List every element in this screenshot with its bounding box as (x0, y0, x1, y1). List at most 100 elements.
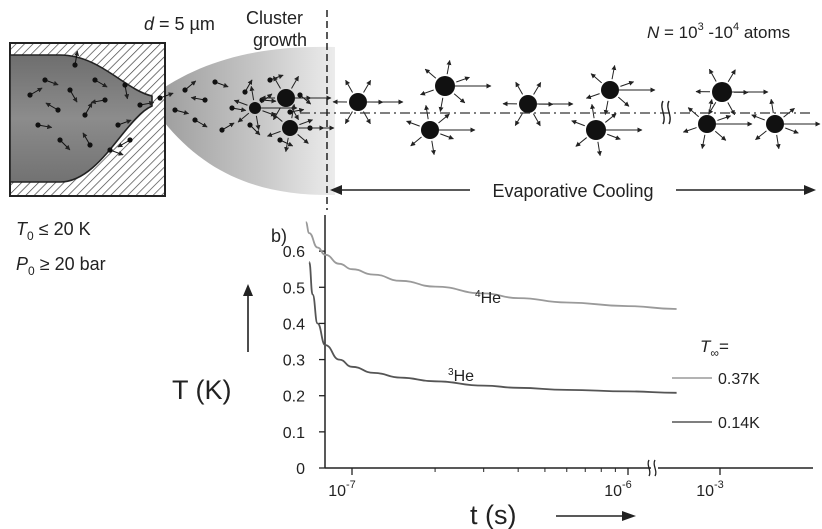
x-tick-label: 10-7 (328, 479, 356, 500)
series-label-4he: 4He (475, 289, 501, 307)
atom-velocity-arrow (84, 102, 93, 116)
y-axis-label: T (K) (172, 375, 232, 405)
cluster (421, 121, 439, 139)
atom-velocity-arrow (139, 100, 155, 106)
atom-velocity-arrow (159, 92, 174, 99)
y-tick-label: 0.5 (283, 280, 305, 297)
evaporating-atom-arrow (262, 110, 277, 117)
cluster-growth-label: Cluster growth (246, 8, 308, 50)
y-tick-label: 0.6 (283, 244, 305, 261)
evaporating-atom-arrow (266, 130, 281, 137)
cluster (698, 115, 716, 133)
chart-series (304, 221, 677, 394)
cluster (586, 120, 606, 140)
x-axis-label: t (s) (470, 500, 517, 529)
evaporating-atom-arrow (233, 99, 248, 106)
atom-velocity-arrow (174, 109, 190, 115)
evaporating-atom-arrow (284, 137, 290, 153)
evaporating-atom-arrow (687, 107, 700, 118)
atom-velocity-arrow (214, 81, 229, 88)
atom-velocity-arrow (74, 50, 80, 66)
atom-velocity-arrow (59, 139, 71, 151)
evaporating-atom-arrow (785, 127, 799, 134)
expansion-jet (152, 46, 335, 196)
y-tick-label: 0.3 (283, 353, 305, 370)
evaporating-atom-arrow (273, 75, 281, 89)
evaporating-atom-arrow (618, 96, 630, 107)
evaporating-atom-arrow (440, 133, 454, 140)
evaporating-atom-arrow (604, 113, 617, 123)
evaporating-atom-arrow (717, 114, 732, 121)
y-axis-ticks: 0 0.1 0.2 0.3 0.4 0.5 0.6 (283, 244, 325, 478)
evaporating-atom-arrow (410, 136, 422, 147)
evaporating-atom-arrow (585, 93, 600, 100)
nozzle-gas-reservoir (9, 54, 153, 183)
y-tick-label: 0.2 (283, 389, 305, 406)
evaporating-atom-arrow (363, 79, 372, 93)
nozzle-diameter-label: d = 5 µm (144, 14, 215, 34)
evaporating-atom-arrow (571, 120, 585, 127)
series-line-4he (304, 221, 677, 310)
atom-velocity-arrow (194, 119, 208, 128)
evaporating-atom-arrow (611, 64, 617, 80)
evaporating-atom-arrow (727, 69, 736, 82)
beam-break-mark (661, 100, 671, 125)
x-axis-break (647, 459, 657, 477)
cluster (435, 76, 455, 96)
evaporating-atom-arrow (297, 134, 309, 144)
x-axis-ticks: 10-7 10-6 10-3 (328, 468, 724, 500)
evaporating-atom-arrow (299, 119, 314, 126)
evaporating-atom-arrow (596, 141, 602, 157)
evaporating-atom-arrow (682, 127, 697, 134)
cluster (282, 120, 298, 136)
atom-arrows (27, 50, 325, 156)
evaporating-atom-arrow (603, 100, 609, 116)
atom-velocity-arrow (69, 89, 78, 103)
x-tick-label: 10-3 (696, 479, 724, 500)
atom-velocity-arrow (29, 87, 43, 96)
evaporating-atom-arrow (273, 107, 281, 121)
atom-velocity-arrow (90, 99, 106, 105)
evaporating-atom-arrow (430, 140, 436, 156)
y-tick-label: 0 (296, 461, 305, 478)
evaporating-atom-arrow (700, 134, 706, 150)
evaporating-atom-arrow (590, 103, 596, 119)
evaporating-atom-arrow (420, 89, 434, 96)
atom-velocity-arrow (117, 119, 132, 126)
cluster (519, 95, 537, 113)
evaporating-atom-arrow (345, 79, 353, 93)
atom-velocity-arrow (244, 79, 253, 93)
evaporating-atom-arrow (249, 85, 255, 101)
series-line-3he (308, 261, 677, 394)
atom-velocity-arrow (221, 122, 235, 131)
evaporating-atom-arrow (424, 104, 430, 120)
y-tick-label: 0.1 (283, 425, 305, 442)
evaporating-atom-arrow (755, 130, 767, 141)
atom-velocity-arrow (117, 139, 131, 148)
evaporating-atom-arrow (438, 113, 450, 124)
evaporating-atom-arrow (714, 130, 727, 141)
atom-velocity-arrow (82, 132, 91, 146)
evaporating-atom-arrow (514, 113, 523, 126)
atom-velocity-arrow (249, 124, 261, 136)
x-tick-label: 10-6 (604, 479, 632, 500)
atom-count-label: N = 103 -104 atoms (647, 21, 790, 42)
evaporating-atom-arrow (438, 97, 444, 113)
atom-velocity-arrow (109, 149, 124, 156)
asymptote-legend: T∞= 0.37K 0.14K (672, 337, 760, 432)
evaporative-cooling-arrow (330, 185, 816, 195)
evaporating-atom-arrow (446, 59, 452, 75)
atom-velocity-arrow (289, 107, 305, 113)
evaporating-atom-arrow (533, 82, 542, 95)
cluster (277, 89, 295, 107)
evaporating-atom-arrow (708, 98, 714, 114)
panel-label: b) (271, 226, 287, 246)
cluster (712, 82, 732, 102)
evaporating-atom-arrow (575, 137, 588, 147)
atom-velocity-arrow (184, 80, 197, 91)
evaporating-atom-arrow (453, 93, 466, 104)
legend-entry-037: 0.37K (718, 371, 760, 388)
y-tick-label: 0.4 (283, 316, 305, 333)
evaporating-atom-arrow (769, 98, 775, 114)
